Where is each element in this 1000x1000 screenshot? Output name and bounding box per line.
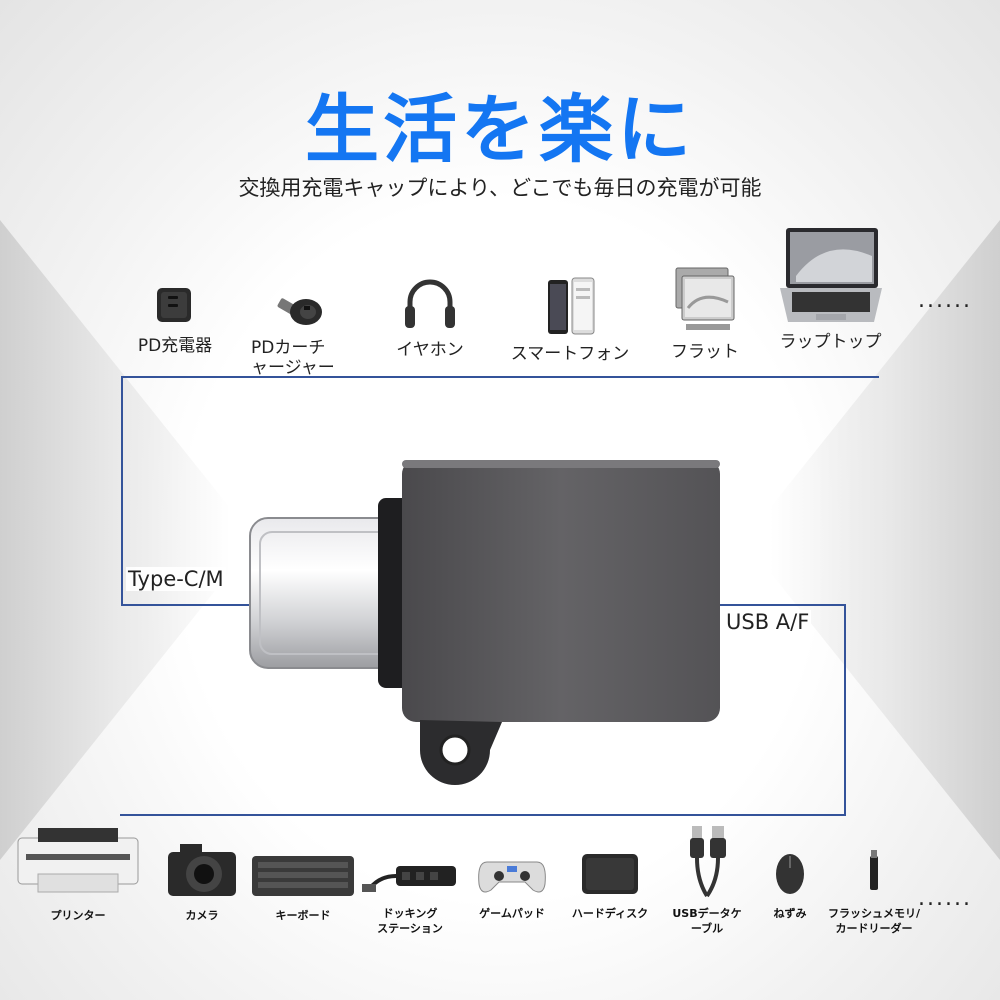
- device-label: ラップトップ: [779, 332, 882, 352]
- hard-disk-icon: [582, 854, 638, 894]
- usb-adapter-image: [249, 460, 720, 785]
- device-label: ゲームパッド: [479, 907, 545, 920]
- connector-line-top: [121, 376, 879, 378]
- device-printer: プリンター: [8, 824, 148, 923]
- device-earphones: イヤホン: [380, 272, 480, 360]
- device-mouse: ねずみ: [760, 848, 820, 921]
- usb-hub-icon: [362, 866, 456, 892]
- tablet-icon: [675, 267, 735, 330]
- device-label: ハードディスク: [571, 907, 649, 920]
- device-camera: カメラ: [162, 840, 242, 923]
- charger-icon: [157, 288, 191, 322]
- flash-drive-icon: [870, 850, 878, 890]
- laptop-icon: [779, 228, 882, 322]
- car-charger-icon: [277, 298, 322, 325]
- device-flash-drive: フラッシュメモリ/ カードリーダー: [816, 848, 932, 936]
- device-tablet: フラット: [650, 264, 760, 362]
- mouse-icon: [776, 854, 804, 894]
- device-usb-cable: USBデータケ ーブル: [664, 824, 750, 936]
- usb-cable-icon: [690, 826, 726, 898]
- more-devices-indicator: ......: [918, 288, 972, 313]
- device-pd-charger: PD充電器: [125, 280, 225, 356]
- gamepad-icon: [478, 861, 546, 893]
- device-label: ねずみ: [773, 907, 807, 920]
- device-label-line1: PDカーチ: [251, 338, 326, 358]
- device-label: フラッシュメモリ/ カードリーダー: [816, 906, 932, 936]
- headline: 生活を楽に: [305, 87, 695, 173]
- device-label-line1: USBデータケ: [672, 907, 742, 920]
- device-label-line2: カードリーダー: [835, 922, 913, 935]
- port-label-usb-a: USB A/F: [724, 610, 812, 634]
- device-label: PDカーチ ャージャー: [245, 338, 355, 378]
- subline: 交換用充電キャップにより、どこでも毎日の充電が可能: [238, 176, 762, 200]
- device-label-line2: ステーション: [377, 922, 443, 935]
- bottom-device-row: プリンター カメラ キーボード ドッキング ステーシ: [0, 820, 1000, 940]
- device-hard-disk: ハードディスク: [560, 848, 660, 921]
- more-devices-indicator: ......: [918, 886, 972, 911]
- connector-line-right: [844, 604, 846, 816]
- connector-line-bottom: [120, 814, 846, 816]
- device-smartphone: スマートフォン: [500, 274, 640, 364]
- device-label: PD充電器: [137, 336, 213, 356]
- top-device-row: PD充電器 PDカーチ ャージャー イヤホン スマートフ: [0, 222, 1000, 382]
- device-label: フラット: [671, 342, 739, 362]
- printer-icon: [17, 828, 139, 893]
- device-label: USBデータケ ーブル: [664, 906, 750, 936]
- device-label-line1: フラッシュメモリ/: [827, 907, 921, 920]
- device-label-line1: ドッキング: [382, 907, 438, 920]
- device-label: ドッキング ステーション: [360, 906, 460, 936]
- connector-line-left-bottom: [121, 604, 251, 606]
- device-gamepad: ゲームパッド: [470, 848, 554, 921]
- camera-icon: [168, 844, 236, 896]
- device-label-line2: ャージャー: [251, 358, 335, 378]
- device-label: カメラ: [185, 909, 219, 922]
- smartphone-icon: [548, 277, 595, 335]
- port-label-type-c: Type-C/M: [126, 567, 226, 591]
- device-label: プリンター: [50, 909, 106, 922]
- device-laptop: ラップトップ: [768, 226, 893, 352]
- keyboard-icon: [252, 856, 354, 896]
- connector-line-left: [121, 376, 123, 606]
- device-keyboard: キーボード: [248, 850, 358, 923]
- headphones-icon: [405, 279, 455, 328]
- device-label-line2: ーブル: [690, 922, 724, 935]
- device-label: スマートフォン: [510, 344, 630, 364]
- device-label: キーボード: [275, 909, 331, 922]
- device-car-charger: PDカーチ ャージャー: [245, 282, 355, 378]
- device-label: イヤホン: [396, 340, 464, 360]
- connector-line-right-top: [718, 604, 846, 606]
- device-docking-station: ドッキング ステーション: [360, 850, 460, 936]
